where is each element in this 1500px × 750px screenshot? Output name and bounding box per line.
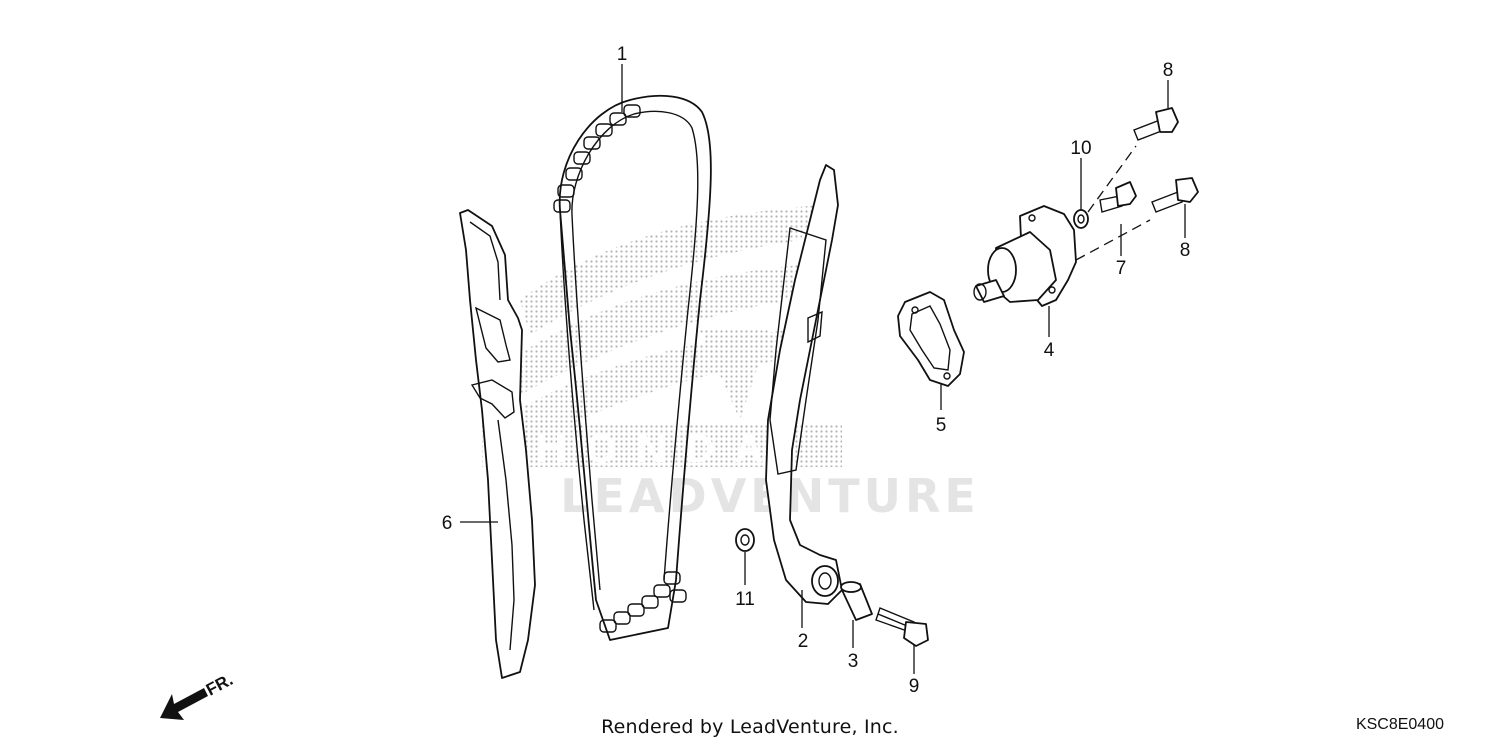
- callout-3: 3: [848, 651, 859, 672]
- leader-lines: [460, 64, 1186, 674]
- callout-2: 2: [798, 631, 809, 652]
- callout-9: 9: [909, 676, 920, 697]
- watermark-logo-text: HONDA: [537, 427, 784, 471]
- cam-chain-tensioner-lifter: [973, 205, 1077, 307]
- footer-credit: Rendered by LeadVenture, Inc.: [601, 716, 899, 738]
- cam-chain-guide: [459, 209, 536, 679]
- diagram-code: KSC8E0400: [1355, 716, 1444, 733]
- washer-11: [735, 528, 755, 552]
- callout-8-upper: 8: [1163, 60, 1174, 81]
- callout-6: 6: [442, 513, 453, 534]
- callout-1: 1: [617, 44, 628, 65]
- tensioner-bolt-7: [1099, 181, 1137, 213]
- callout-5: 5: [936, 415, 947, 436]
- front-direction-arrow-icon: FR.: [160, 670, 236, 720]
- sealing-washer-10: [1073, 209, 1089, 229]
- tensioner-gasket: [897, 291, 965, 387]
- cam-chain: [553, 94, 712, 641]
- callout-11: 11: [735, 589, 755, 610]
- tensioner-bolt-8-upper: [1133, 107, 1179, 141]
- collar: [840, 581, 873, 621]
- callout-7: 7: [1116, 258, 1127, 279]
- callout-4: 4: [1044, 340, 1055, 361]
- cam-chain-tensioner-arm: [765, 164, 843, 605]
- flange-bolt-9: [875, 607, 929, 647]
- callout-8-lower: 8: [1180, 240, 1191, 261]
- front-label: FR.: [203, 670, 236, 700]
- callout-10: 10: [1070, 138, 1091, 159]
- tensioner-bolt-8-lower: [1151, 177, 1199, 213]
